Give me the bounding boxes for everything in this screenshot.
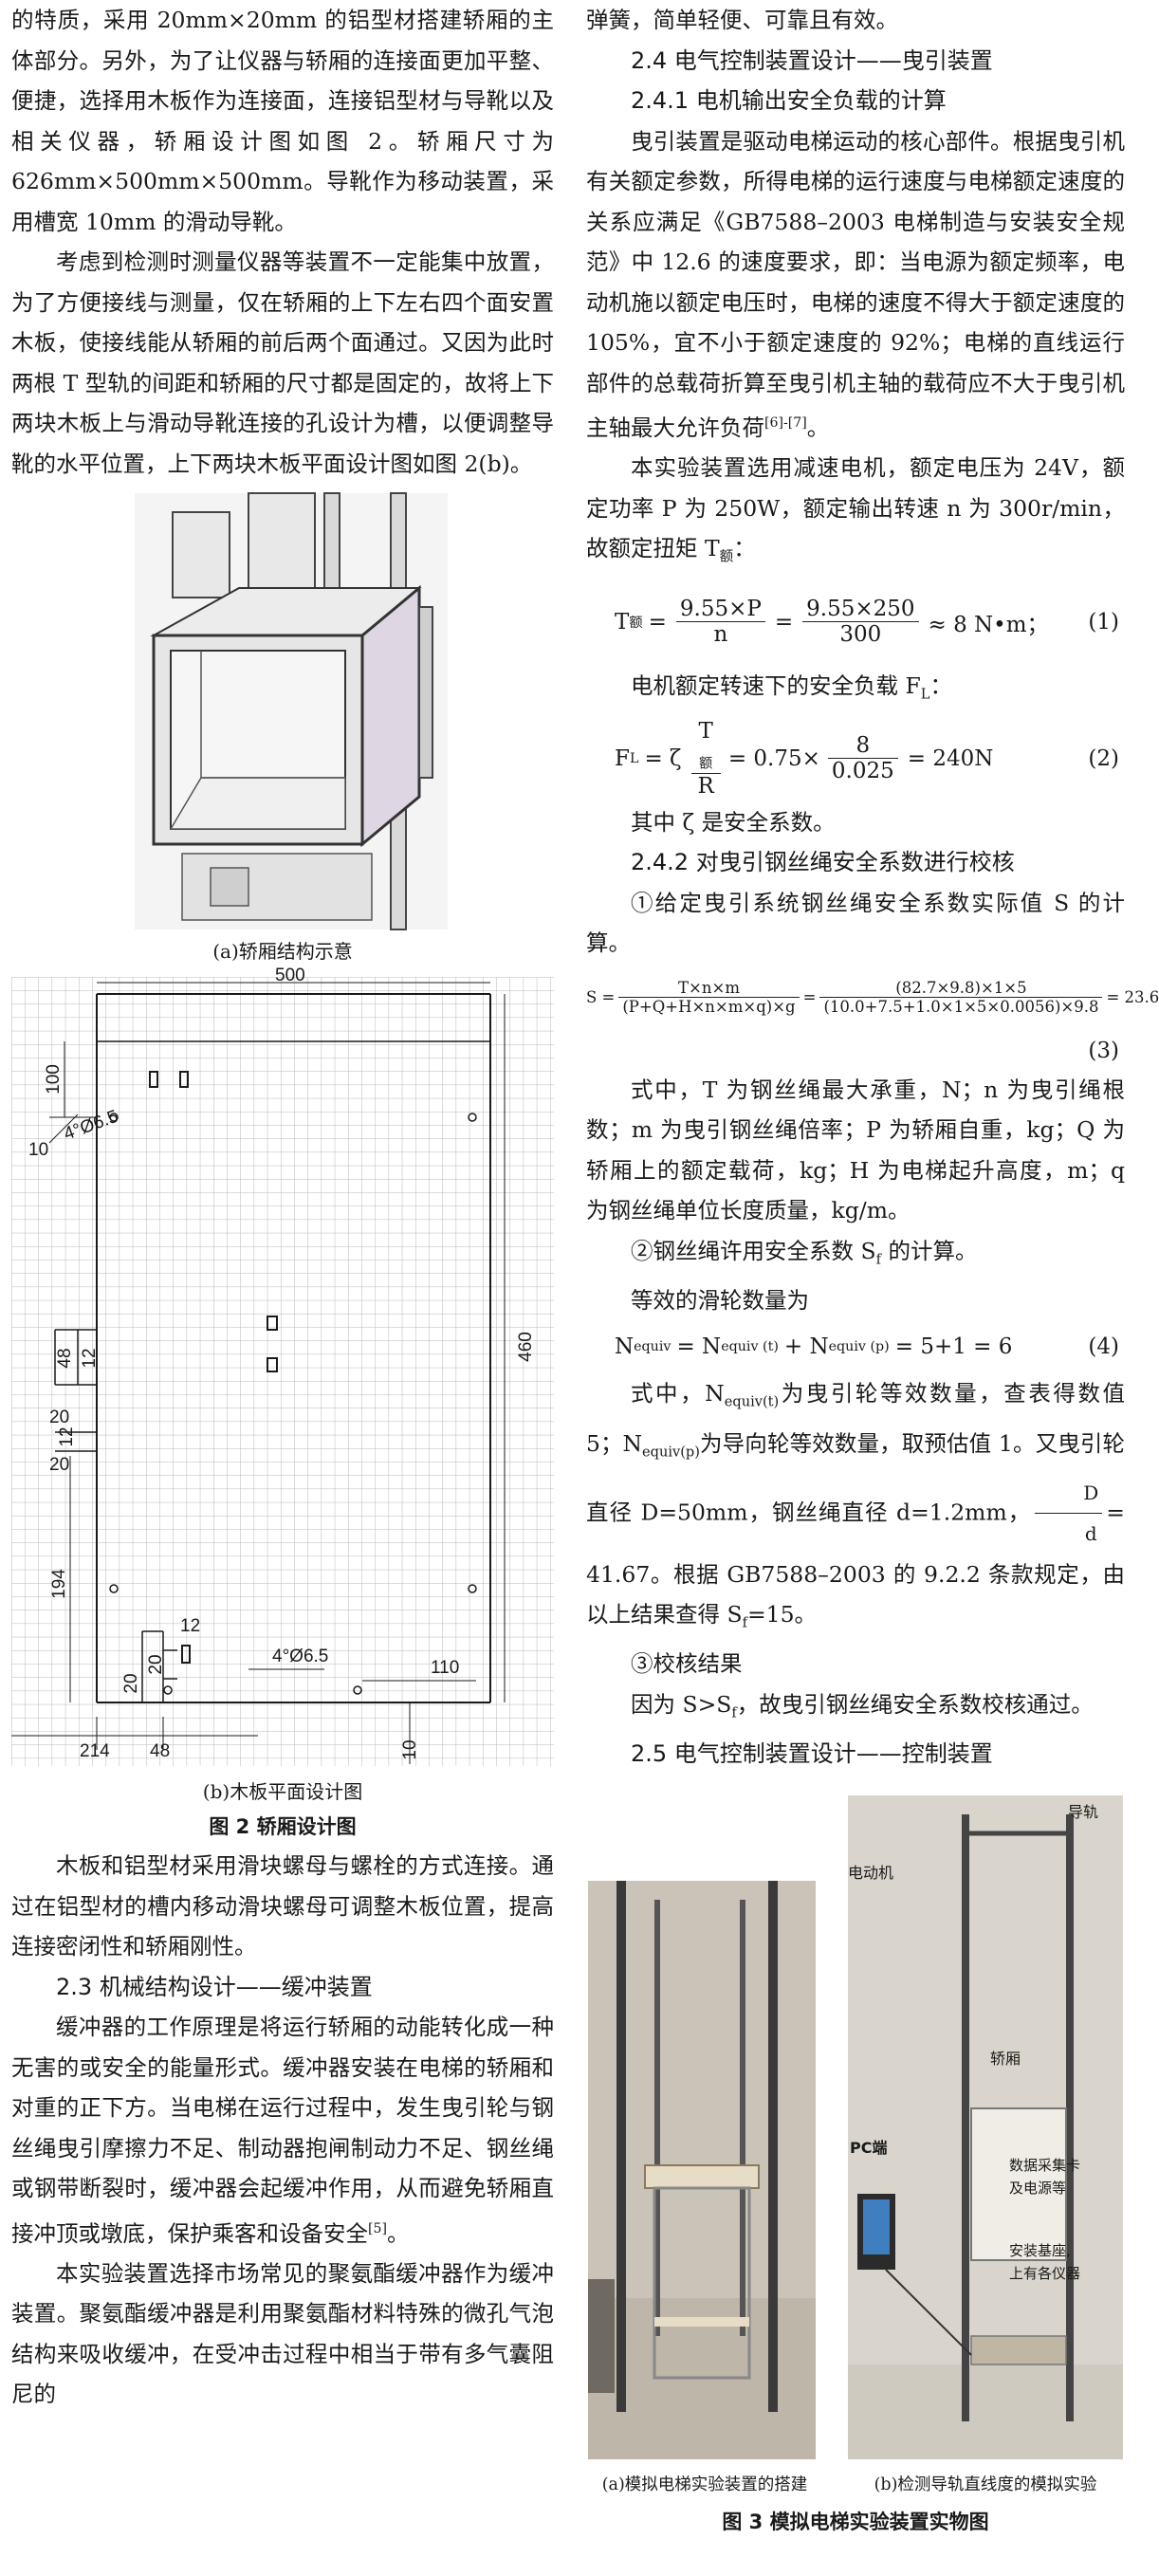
dim-20d: 20 [121,1673,141,1693]
paragraph-3: 木板和铝型材采用滑块螺母与螺栓的方式连接。通过在铝型材的槽内移动滑块螺母可调整木… [11,1852,554,1960]
paragraph-2: 考虑到检测时测量仪器等装置不一定能集中放置，为了方便接线与测量，仅在轿厢的上下左… [11,248,554,477]
paragraph-7: 本实验装置选用减速电机，额定电压为 24V，额定功率 P 为 250W，额定输出… [586,454,1125,566]
dim-110: 110 [431,1658,459,1678]
wood-board-plan: 500 100 10 4°Ø6.5 48 12 20 12 20 460 194… [11,966,554,1766]
paragraph-1: 的特质，采用 20mm×20mm 的铝型材搭建轿厢的主体部分。另外，为了让仪器与… [11,7,554,235]
figure-2b-caption: (b)木板平面设计图 [202,1780,363,1803]
dim-20b: 20 [49,1455,69,1475]
equation-1-number: (1) [1088,609,1119,635]
dim-194: 194 [49,1569,69,1599]
figure-2a [135,492,448,930]
dim-48b: 48 [150,1741,170,1761]
paragraph-15: ③校核结果 [631,1650,743,1678]
dim-500: 500 [275,966,305,985]
figure-2-caption: 图 2 轿厢设计图 [209,1815,357,1838]
hole-note-b: 4°Ø6.5 [272,1647,328,1666]
figure-2b: 500 100 10 4°Ø6.5 48 12 20 12 20 460 194… [11,966,554,1766]
equation-3: S = T×n×m(P+Q+H×n×m×q)×g = (82.7×9.8)×1×… [586,979,1159,1017]
label-base: 安装基座, 上有各仪器 [1009,2241,1081,2282]
label-car: 轿厢 [990,2049,1021,2068]
dim-10a: 10 [28,1140,48,1160]
car-structure-drawing [135,492,448,930]
right-column: 弹簧，简单轻便、可靠且有效。 2.4 电气控制装置设计——曳引装置 2.4.1 … [586,0,1159,2535]
section-2-3-heading: 2.3 机械结构设计——缓冲装置 [56,1973,373,2000]
figure-3a-caption: (a)模拟电梯实验装置的搭建 [601,2475,808,2494]
paragraph-top: 弹簧，简单轻便、可靠且有效。 [586,7,898,33]
label-daq: 数据采集卡 及电源等 [1009,2156,1081,2197]
paragraph-12: ②钢丝绳许用安全系数 Sf 的计算。 [631,1237,978,1268]
left-column: 的特质，采用 20mm×20mm 的铝型材搭建轿厢的主体部分。另外，为了让仪器与… [11,0,554,2415]
dim-214: 214 [80,1741,110,1761]
dim-12b: 12 [57,1426,77,1446]
paragraph-9: 其中 ζ 是安全系数。 [631,808,836,836]
photo-b: 电动机 导轨 轿厢 PC端 数据采集卡 及电源等 安装基座, 上有各仪器 [848,1794,1123,2459]
label-rail: 导轨 [1068,1802,1099,1821]
ref-6-7: [6]-[7] [764,415,807,431]
figure-3: 电动机 导轨 轿厢 PC端 数据采集卡 及电源等 安装基座, 上有各仪器 (a)… [586,1794,1125,2535]
figure-3-caption: 图 3 模拟电梯实验装置实物图 [722,2510,989,2533]
paragraph-5: 本实验装置选择市场常见的聚氨酯缓冲器作为缓冲装置。聚氨酯缓冲器是利用聚氨酯材料特… [11,2259,554,2408]
paragraph-8: 电机额定转速下的安全负载 FL： [631,672,952,703]
ref-5: [5] [368,2220,387,2236]
paragraph-10: ①给定曳引系统钢丝绳安全系数实际值 S 的计算。 [586,889,1125,957]
dim-12c: 12 [180,1616,200,1636]
photo-a [588,1880,816,2459]
figure-2a-caption: (a)轿厢结构示意 [212,940,353,963]
equation-4-number: (4) [1088,1334,1119,1360]
figure-3b-caption: (b)检测导轨直线度的模拟实验 [874,2475,1097,2494]
dim-10b: 10 [400,1739,420,1759]
dim-12a: 12 [80,1348,100,1368]
paragraph-6: 曳引装置是驱动电梯运动的核心部件。根据曳引机有关额定参数，所得电梯的运行速度与电… [586,127,1125,441]
dim-100: 100 [44,1064,64,1095]
label-motor: 电动机 [848,1863,894,1882]
paragraph-4: 缓冲器的工作原理是将运行轿厢的动能转化成一种无害的或安全的能量形式。缓冲器安装在… [11,2014,554,2247]
paragraph-16: 因为 S>Sf，故曳引钢丝绳安全系数校核通过。 [631,1690,1094,1721]
equation-2-number: (2) [1088,745,1119,771]
label-pc: PC端 [850,2138,888,2157]
dim-20c: 20 [146,1654,166,1674]
section-2-4-1-heading: 2.4.1 电机输出安全负载的计算 [631,87,947,114]
section-2-5-heading: 2.5 电气控制装置设计——控制装置 [631,1740,993,1768]
paragraph-14: 式中，Nequiv(t)为曳引轮等效数量，查表得数值 5；Nequiv(p)为导… [586,1380,1126,1631]
paragraph-11: 式中，T 为钢丝绳最大承重，N；n 为曳引绳根数；m 为曳引钢丝绳倍率；P 为轿… [586,1076,1125,1224]
dim-20a: 20 [49,1408,69,1427]
equation-3-number: (3) [1088,1038,1119,1063]
dim-48a: 48 [55,1348,75,1368]
paragraph-13: 等效的滑轮数量为 [631,1286,809,1314]
section-2-4-2-heading: 2.4.2 对曳引钢丝绳安全系数进行校核 [631,849,1015,876]
dim-460: 460 [516,1332,536,1362]
section-2-4-heading: 2.4 电气控制装置设计——曳引装置 [631,46,993,74]
